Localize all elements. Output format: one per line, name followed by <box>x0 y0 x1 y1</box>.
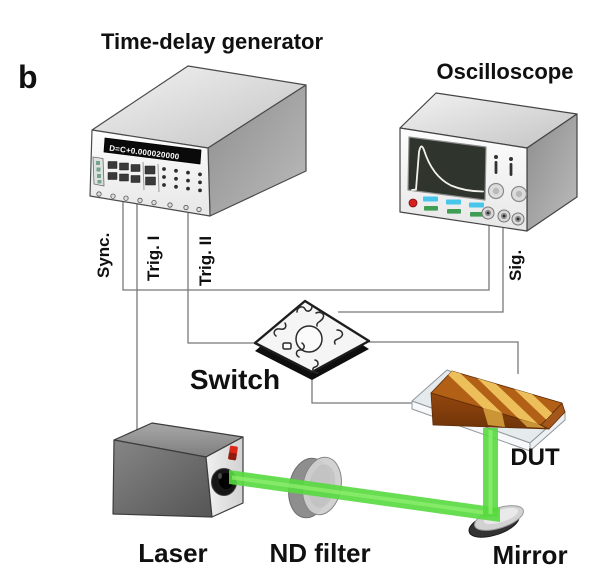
wire-sync-label: Sync. <box>94 233 113 278</box>
wire-sig-label: Sig. <box>506 250 525 281</box>
laser-indicator-led <box>228 445 238 461</box>
wire-switch-to-dut-ground <box>311 374 417 404</box>
oscilloscope-toggles <box>494 155 513 176</box>
mirror-label: Mirror <box>492 540 567 570</box>
wire-sig <box>338 221 504 313</box>
oscilloscope-device <box>399 92 578 232</box>
oscilloscope-bnc-connectors <box>481 206 525 226</box>
wires <box>122 202 519 431</box>
dut-assembly <box>411 369 566 452</box>
figure-label: b <box>18 59 38 95</box>
dut-chip <box>430 370 566 430</box>
oscilloscope-power-button <box>408 198 418 208</box>
wire-trig-ii <box>187 211 255 344</box>
oscilloscope-buttons <box>423 196 484 217</box>
generator-display <box>103 137 202 165</box>
time-delay-generator-label: Time-delay generator <box>101 29 324 54</box>
labels: b Time-delay generator Oscilloscope Sync… <box>18 29 573 570</box>
generator-keypad <box>162 167 202 193</box>
switch-label: Switch <box>190 364 280 395</box>
laser-label: Laser <box>138 538 207 568</box>
oscilloscope-label: Oscilloscope <box>437 59 574 84</box>
generator-connector-strip <box>92 156 105 187</box>
time-delay-generator-device: D=C+0.000020000 <box>89 65 307 217</box>
wire-sync <box>122 202 490 291</box>
generator-output-connectors <box>96 191 202 213</box>
wire-trig-i-label: Trig. I <box>144 236 163 281</box>
generator-buttons <box>107 161 156 186</box>
laser-beam <box>229 428 500 522</box>
wire-trig-ii-label: Trig. II <box>196 236 215 286</box>
dut-label: DUT <box>510 444 560 471</box>
oscilloscope-knobs <box>487 182 528 203</box>
laser-device <box>112 422 244 518</box>
switch-electrode-pattern <box>273 305 344 374</box>
switch-chip <box>253 299 371 380</box>
wire-switch-to-dut <box>369 341 519 374</box>
nd-filter-label: ND filter <box>269 538 370 568</box>
oscilloscope-trace <box>411 145 484 193</box>
oscilloscope-screen <box>407 136 487 201</box>
